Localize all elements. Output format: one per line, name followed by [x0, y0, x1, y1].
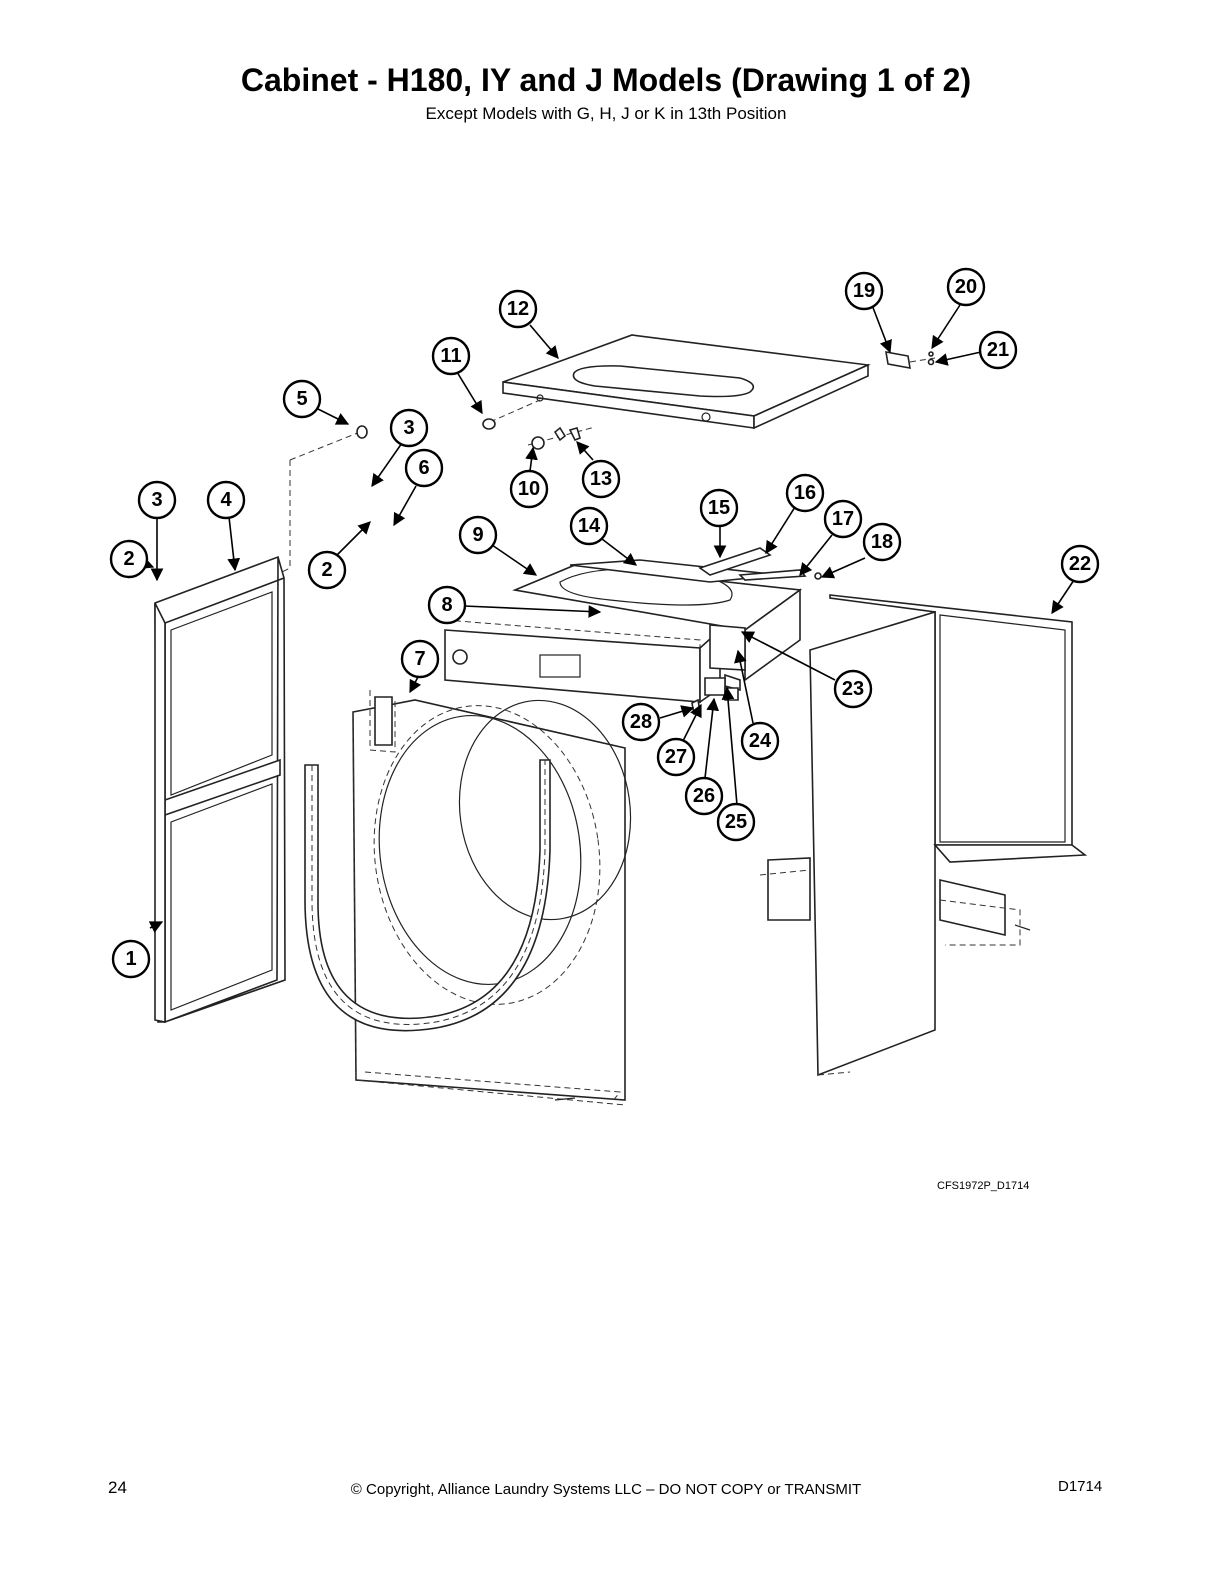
top-panel-hardware	[482, 351, 936, 450]
door-gasket	[304, 759, 551, 1032]
callout-22: 22	[1060, 544, 1100, 584]
page-number: 24	[108, 1478, 127, 1497]
svg-text:27: 27	[665, 746, 687, 768]
svg-text:23: 23	[842, 678, 864, 700]
svg-text:3: 3	[151, 489, 162, 511]
callout-1: 1	[111, 939, 151, 979]
callout-11: 11	[431, 336, 471, 376]
callout-28: 28	[621, 702, 661, 742]
callout-24: 24	[740, 721, 780, 761]
svg-text:9: 9	[472, 524, 483, 546]
svg-text:25: 25	[725, 811, 747, 833]
drawing-id: CFS1972P_D1714	[937, 1180, 1030, 1192]
front-panel	[352, 690, 632, 1106]
svg-text:6: 6	[418, 457, 429, 479]
svg-text:28: 28	[630, 711, 652, 733]
callout-12: 12	[498, 289, 538, 329]
svg-text:20: 20	[955, 276, 977, 298]
copyright-notice: © Copyright, Alliance Laundry Systems LL…	[350, 1481, 862, 1498]
callout-13: 13	[581, 459, 621, 499]
top-rails	[569, 547, 822, 583]
svg-text:18: 18	[871, 531, 893, 553]
svg-text:19: 19	[853, 280, 875, 302]
callouts: 1 2 2 3 3 4 5 6 7 8 9 10 11 12 13 14 15 …	[109, 267, 1100, 979]
svg-text:10: 10	[518, 478, 540, 500]
svg-text:26: 26	[693, 785, 715, 807]
svg-text:5: 5	[296, 388, 307, 410]
svg-text:2: 2	[321, 559, 332, 581]
callout-3: 3	[137, 480, 177, 520]
svg-text:21: 21	[987, 339, 1009, 361]
left-side-panel	[154, 425, 368, 1024]
svg-text:11: 11	[440, 345, 461, 367]
callout-21: 21	[978, 330, 1018, 370]
svg-text:13: 13	[590, 468, 612, 490]
svg-text:24: 24	[749, 730, 772, 752]
top-panel	[502, 334, 871, 430]
svg-text:22: 22	[1069, 553, 1091, 575]
callout-20: 20	[946, 267, 986, 307]
callout-15: 15	[699, 488, 739, 528]
svg-text:3: 3	[403, 417, 414, 439]
callout-10: 10	[509, 469, 549, 509]
svg-text:8: 8	[441, 594, 452, 616]
callout-14: 14	[569, 506, 609, 546]
callout-26: 26	[684, 776, 724, 816]
svg-text:15: 15	[708, 497, 730, 519]
callout-5: 5	[282, 379, 322, 419]
callout-16: 16	[785, 473, 825, 513]
callout-19: 19	[844, 271, 884, 311]
callout-27: 27	[656, 737, 696, 777]
control-panel-assembly	[444, 564, 803, 704]
svg-text:12: 12	[507, 298, 529, 320]
callout-18: 18	[862, 522, 902, 562]
callout-2: 2	[307, 550, 347, 590]
callout-8: 8	[427, 585, 467, 625]
svg-text:14: 14	[578, 515, 601, 537]
callout-3: 3	[389, 408, 429, 448]
svg-text:17: 17	[832, 508, 854, 530]
right-side-panel	[759, 594, 1088, 1077]
svg-text:1: 1	[125, 948, 136, 970]
svg-text:2: 2	[123, 548, 134, 570]
callout-6: 6	[404, 448, 444, 488]
document-code: D1714	[1058, 1478, 1103, 1495]
leader-lines	[139, 304, 1075, 933]
callout-4: 4	[206, 480, 246, 520]
svg-text:4: 4	[220, 489, 232, 511]
page-subtitle: Except Models with G, H, J or K in 13th …	[425, 104, 787, 123]
svg-text:7: 7	[414, 648, 425, 670]
svg-text:16: 16	[794, 482, 816, 504]
callout-23: 23	[833, 669, 873, 709]
callout-9: 9	[458, 515, 498, 555]
callout-25: 25	[716, 802, 756, 842]
callout-7: 7	[400, 639, 440, 679]
callout-2: 2	[109, 539, 149, 579]
callout-17: 17	[823, 499, 863, 539]
page-title: Cabinet - H180, IY and J Models (Drawing…	[240, 62, 972, 98]
